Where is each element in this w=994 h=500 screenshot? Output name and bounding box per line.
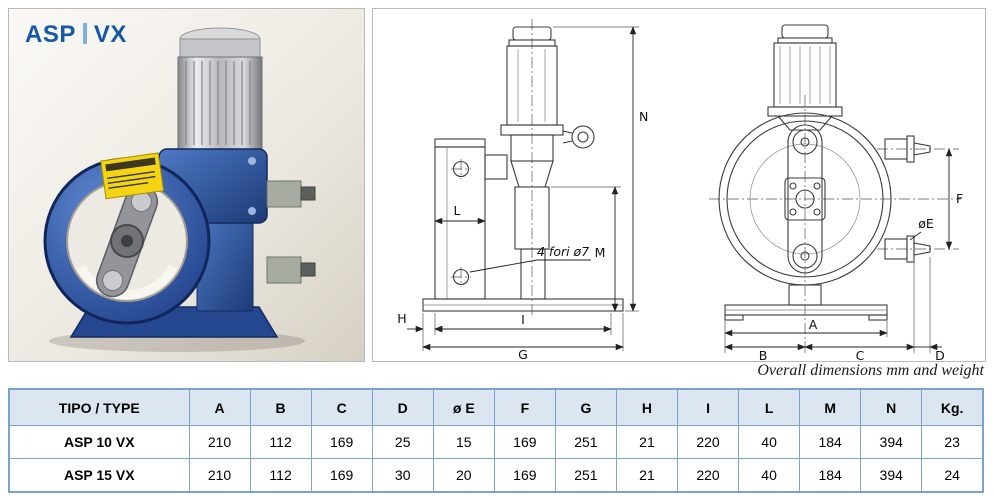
cell-i: 220: [676, 425, 740, 459]
pump-head: [43, 157, 211, 325]
col-header-oe: ø E: [432, 388, 495, 426]
col-header-n: N: [860, 388, 923, 426]
product-photo-panel: ASP VX: [8, 8, 365, 362]
table-row-asp15vx: ASP 15 VX 210 112 169 30 20 169 251 21 2…: [8, 458, 984, 493]
cell-n: 394: [860, 425, 923, 459]
dimensions-caption: Overall dimensions mm and weight: [757, 362, 984, 379]
cell-a: 210: [188, 425, 251, 459]
cell-type: ASP 10 VX: [8, 425, 190, 459]
cell-d: 30: [371, 458, 434, 493]
dim-label-g: G: [518, 347, 528, 361]
dim-label-i: I: [521, 312, 525, 327]
cell-b: 112: [249, 425, 312, 459]
dim-label-m: M: [595, 245, 606, 260]
cell-m: 184: [799, 425, 862, 459]
dim-label-b: B: [759, 348, 768, 361]
side-view: [422, 19, 624, 317]
cell-d: 25: [371, 425, 434, 459]
cell-oe: 15: [432, 425, 495, 459]
col-header-kg: Kg.: [921, 388, 984, 426]
dim-label-c: C: [856, 348, 865, 361]
col-header-h: H: [615, 388, 679, 426]
col-header-a: A: [188, 388, 251, 426]
cell-g: 251: [554, 458, 617, 493]
dim-label-l: L: [454, 203, 461, 218]
cell-l: 40: [738, 425, 801, 459]
cell-h: 21: [615, 458, 679, 493]
cell-f: 169: [493, 425, 556, 459]
cell-type: ASP 15 VX: [8, 458, 190, 493]
col-header-b: B: [249, 388, 312, 426]
cell-l: 40: [738, 458, 801, 493]
col-header-f: F: [493, 388, 556, 426]
col-header-g: G: [554, 388, 617, 426]
col-header-type: TIPO / TYPE: [8, 388, 190, 426]
technical-drawing-panel: N M L H I G 4 fori ø7: [372, 8, 986, 362]
cell-kg: 23: [921, 425, 984, 459]
brand-logo: ASP VX: [25, 21, 127, 49]
cell-c: 169: [310, 425, 373, 459]
col-header-i: I: [676, 388, 740, 426]
logo-separator: [82, 23, 87, 44]
cell-i: 220: [676, 458, 740, 493]
technical-drawing: N M L H I G 4 fori ø7: [397, 19, 963, 361]
dim-label-d: D: [935, 348, 945, 361]
motor: [177, 27, 263, 150]
col-header-l: L: [738, 388, 801, 426]
table-row-asp10vx: ASP 10 VX 210 112 169 25 15 169 251 21 2…: [8, 425, 984, 459]
dim-label-oe: øE: [918, 216, 934, 231]
front-view-dimensions: F øE A B C D: [724, 148, 963, 361]
warning-label: [100, 152, 165, 200]
pump-photo-illustration: [9, 9, 364, 361]
cell-n: 394: [860, 458, 923, 493]
col-header-m: M: [799, 388, 862, 426]
pump-ports: [266, 180, 316, 284]
cell-g: 251: [554, 425, 617, 459]
cell-a: 210: [188, 458, 251, 493]
logo-text-vx: VX: [93, 21, 127, 48]
cell-oe: 20: [432, 458, 495, 493]
col-header-d: D: [371, 388, 434, 426]
dim-label-n: N: [639, 109, 648, 124]
cell-c: 169: [310, 458, 373, 493]
dimensions-table: TIPO / TYPE A B C D ø E F G H I L M N Kg…: [8, 388, 984, 493]
holes-note: 4 fori ø7: [537, 244, 589, 259]
cell-m: 184: [799, 458, 862, 493]
front-view: [709, 24, 961, 339]
cell-b: 112: [249, 458, 312, 493]
cell-h: 21: [615, 425, 679, 459]
logo-text-asp: ASP: [25, 21, 76, 48]
dim-label-a: A: [809, 317, 818, 332]
dim-label-f: F: [956, 191, 963, 206]
col-header-c: C: [310, 388, 373, 426]
dim-label-h: H: [397, 311, 406, 326]
cell-kg: 24: [921, 458, 984, 493]
cell-f: 169: [493, 458, 556, 493]
table-header-row: TIPO / TYPE A B C D ø E F G H I L M N Kg…: [8, 388, 984, 426]
side-view-dimensions: N M L H I G 4 fori ø7: [397, 26, 648, 361]
